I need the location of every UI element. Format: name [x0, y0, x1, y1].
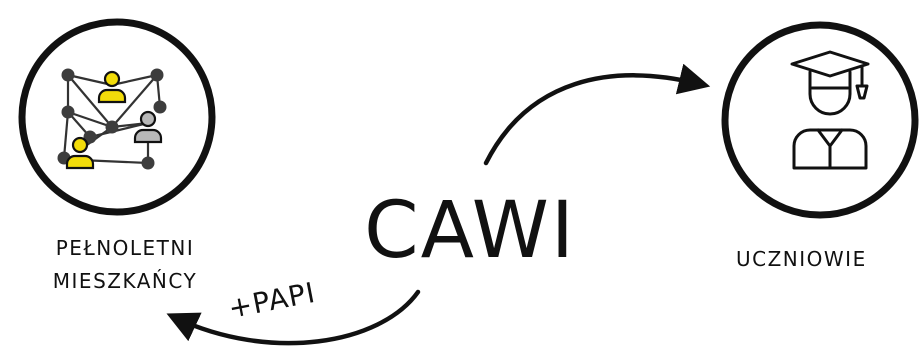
arrow-to-adults	[166, 289, 421, 346]
network-people-icon	[57, 68, 167, 170]
arrow-to-students	[483, 63, 711, 166]
right-node	[721, 21, 919, 219]
student-graduate-icon	[790, 50, 870, 170]
left-node-label-line2: MIESZKAŃCY	[52, 269, 198, 293]
right-node-label: UCZNIOWIE	[736, 247, 867, 271]
left-node	[18, 18, 216, 216]
center-title: CAWI	[364, 186, 576, 276]
right-node-circle	[721, 21, 919, 219]
left-node-label-line1: PEŁNOLETNI	[55, 236, 195, 260]
left-node-label: PEŁNOLETNI MIESZKAŃCY	[10, 232, 240, 298]
left-node-circle	[18, 18, 216, 216]
